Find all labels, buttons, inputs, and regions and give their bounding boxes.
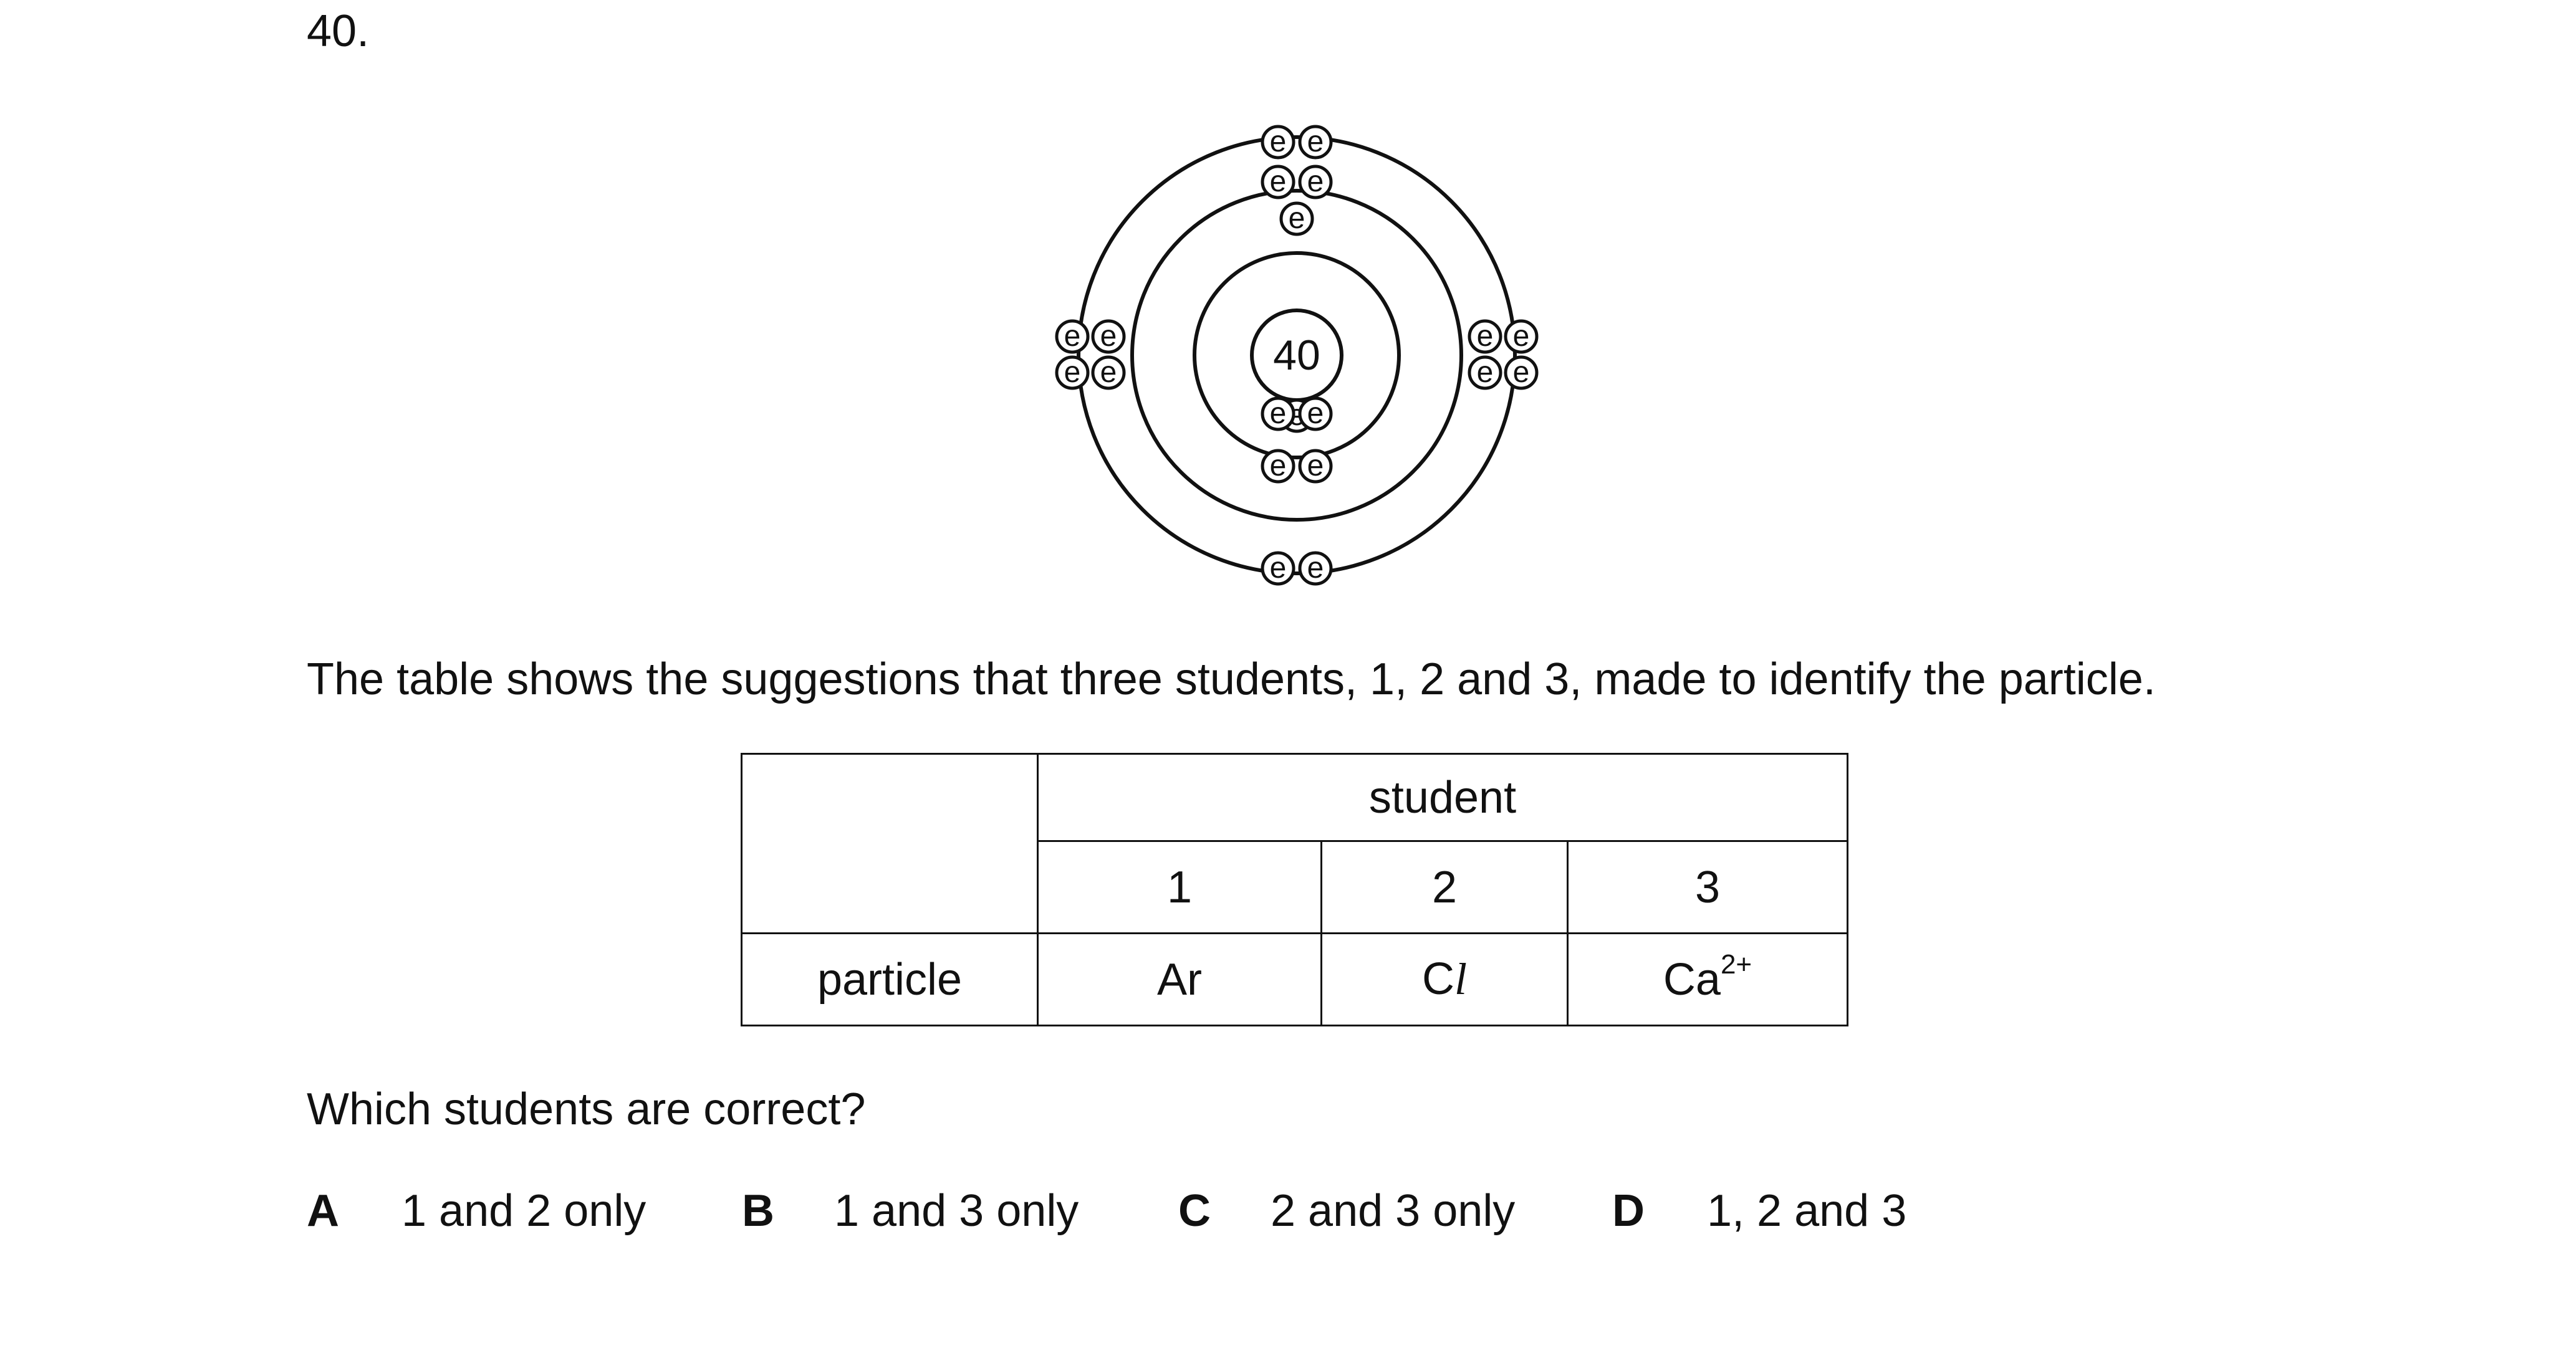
electron-16: e	[1504, 355, 1539, 390]
electron-5: e	[1261, 396, 1295, 431]
svg-text:e: e	[1477, 320, 1494, 353]
electron-17: e	[1261, 125, 1295, 160]
question-text: Which students are correct?	[307, 1084, 866, 1134]
svg-text:e: e	[1270, 397, 1287, 430]
nucleus-label: 40	[1273, 332, 1320, 379]
svg-text:e: e	[1307, 397, 1324, 430]
electron-10: e	[1091, 319, 1126, 354]
svg-text:e: e	[1307, 552, 1324, 585]
svg-text:e: e	[1270, 125, 1287, 158]
svg-text:e: e	[1100, 356, 1117, 389]
intro-text: The table shows the suggestions that thr…	[307, 654, 2156, 704]
electron-7: e	[1261, 449, 1295, 484]
answer-3-charge: 2+	[1720, 949, 1752, 980]
electron-11: e	[1055, 355, 1090, 390]
question-number: 40.	[307, 6, 370, 56]
answer-student-2: Cl	[1320, 932, 1569, 1026]
student-suggestions-table: student 1 2 3 particle Ar Cl Ca2+	[741, 753, 1848, 1026]
electron-3: e	[1261, 165, 1295, 199]
option-a-text: 1 and 2 only	[401, 1186, 646, 1236]
electron-20: e	[1298, 551, 1333, 586]
student-group-header: student	[1037, 753, 1848, 842]
answer-3-symbol: Ca	[1663, 954, 1721, 1005]
option-d-text: 1, 2 and 3	[1707, 1186, 1907, 1236]
electron-shells	[1077, 135, 1517, 575]
electron-19: e	[1261, 551, 1295, 586]
student-number-3: 3	[1567, 840, 1848, 934]
electron-13: e	[1468, 319, 1502, 354]
svg-text:e: e	[1477, 356, 1494, 389]
option-a[interactable]: A 1 and 2 only	[307, 1180, 646, 1242]
svg-text:e: e	[1270, 449, 1287, 482]
option-d-letter: D	[1612, 1186, 1645, 1236]
student-number-1: 1	[1037, 840, 1322, 934]
svg-text:e: e	[1513, 320, 1530, 353]
student-number-2: 2	[1320, 840, 1569, 934]
electron-8: e	[1298, 449, 1333, 484]
shell-3	[1077, 135, 1517, 575]
electron-18: e	[1298, 125, 1333, 160]
svg-text:e: e	[1307, 165, 1324, 198]
table-corner-cell	[741, 753, 1039, 934]
option-b[interactable]: B 1 and 3 only	[742, 1180, 1079, 1242]
svg-text:e: e	[1064, 320, 1081, 353]
answer-student-1: Ar	[1037, 932, 1322, 1026]
option-c-text: 2 and 3 only	[1271, 1186, 1516, 1236]
electron-4: e	[1298, 165, 1333, 199]
option-b-text: 1 and 3 only	[834, 1186, 1079, 1236]
answer-2-symbol: C	[1421, 954, 1454, 1004]
shell-1	[1193, 251, 1401, 459]
option-c[interactable]: C 2 and 3 only	[1178, 1180, 1515, 1242]
answer-2-letter: l	[1454, 954, 1467, 1004]
svg-text:e: e	[1064, 356, 1081, 389]
svg-text:e: e	[1513, 356, 1530, 389]
svg-text:e: e	[1100, 320, 1117, 353]
option-b-letter: B	[742, 1186, 774, 1236]
svg-text:e: e	[1270, 165, 1287, 198]
nucleus: 40	[1250, 308, 1343, 402]
electron-12: e	[1091, 355, 1126, 390]
option-a-letter: A	[307, 1186, 339, 1236]
electron-6: e	[1298, 396, 1333, 431]
particle-row-label: particle	[741, 932, 1039, 1026]
svg-text:e: e	[1270, 552, 1287, 585]
shell-2	[1130, 189, 1463, 522]
svg-text:e: e	[1307, 125, 1324, 158]
electron-15: e	[1468, 355, 1502, 390]
svg-text:e: e	[1307, 449, 1324, 482]
answer-student-3: Ca2+	[1567, 932, 1848, 1026]
option-c-letter: C	[1178, 1186, 1211, 1236]
electron-14: e	[1504, 319, 1539, 354]
electron-9: e	[1055, 319, 1090, 354]
option-d[interactable]: D 1, 2 and 3	[1612, 1180, 1906, 1242]
svg-text:e: e	[1289, 202, 1305, 235]
electron-1: e	[1279, 201, 1314, 236]
